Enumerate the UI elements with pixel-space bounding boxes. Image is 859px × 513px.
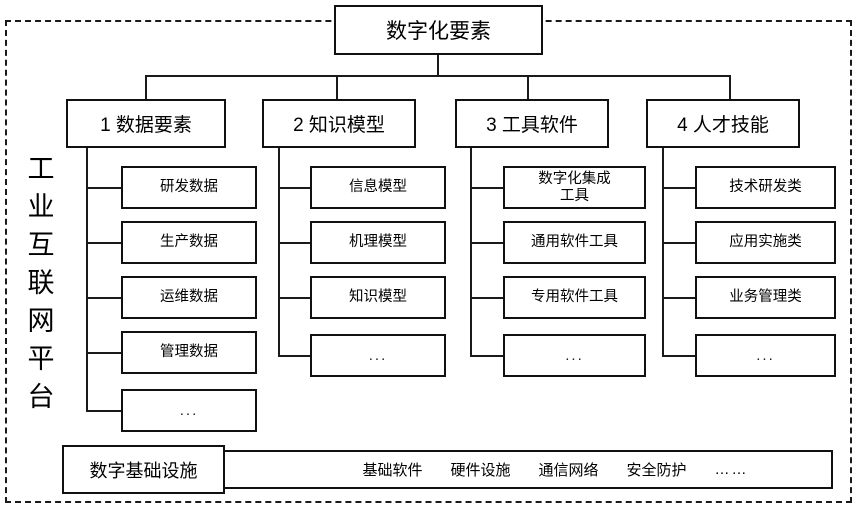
connector-c3-stub-1 [470,187,503,189]
platform-label-char-4: 网 [27,306,55,336]
leaf-c4-3: 业务管理类 [695,276,836,319]
connector-category-1-spine [86,148,88,412]
connector-c4-stub-3 [662,297,695,299]
connector-bus [146,75,731,77]
infra-item-2: 通信网络 [538,462,599,479]
infrastructure-label: 数字基础设施 [62,445,225,494]
leaf-c3-4-ellipsis: ... [503,334,646,377]
leaf-c1-5-ellipsis: ... [121,389,257,432]
leaf-c3-1: 数字化集成 工具 [503,166,646,209]
connector-c1-stub-1 [86,187,121,189]
platform-label-char-1: 业 [27,192,55,222]
category-2-header: 2 知识模型 [262,99,416,148]
connector-category-3-spine [470,148,472,357]
infrastructure-bar: 基础软件 硬件设施 通信网络 安全防护 …… [218,450,833,489]
leaf-c4-1: 技术研发类 [695,166,836,209]
connector-c1-stub-5 [86,410,121,412]
leaf-c3-3: 专用软件工具 [503,276,646,319]
connector-c1-stub-2 [86,242,121,244]
connector-c4-stub-1 [662,187,695,189]
leaf-c1-4: 管理数据 [121,331,257,374]
infra-item-1: 硬件设施 [450,462,511,479]
connector-c3-stub-3 [470,297,503,299]
category-3-header: 3 工具软件 [455,99,609,148]
connector-c3-stub-2 [470,242,503,244]
connector-c2-stub-2 [278,242,310,244]
leaf-c4-2: 应用实施类 [695,221,836,264]
leaf-c1-3: 运维数据 [121,276,257,319]
connector-bus-drop-1 [145,75,147,99]
connector-bus-drop-2 [336,75,338,99]
infra-item-4-ellipsis: …… [714,461,749,478]
leaf-c1-2: 生产数据 [121,221,257,264]
connector-bus-drop-4 [729,75,731,99]
infrastructure-items: 基础软件 硬件设施 通信网络 安全防护 …… [302,459,748,480]
category-1-header: 1 数据要素 [66,99,226,148]
leaf-c2-4-ellipsis: ... [310,334,446,377]
connector-category-2-spine [278,148,280,357]
leaf-c4-4-ellipsis: ... [695,334,836,377]
category-4-header: 4 人才技能 [646,99,800,148]
platform-label-char-3: 联 [27,268,55,298]
connector-root-to-bus [437,55,439,76]
connector-category-4-spine [662,148,664,357]
connector-c2-stub-4 [278,355,310,357]
platform-label-char-2: 互 [27,230,55,260]
connector-c2-stub-1 [278,187,310,189]
root-node-digital-elements: 数字化要素 [334,5,543,55]
infra-item-3: 安全防护 [626,462,687,479]
platform-label-char-6: 台 [27,382,55,412]
connector-c2-stub-3 [278,297,310,299]
connector-bus-drop-3 [527,75,529,99]
platform-label-char-5: 平 [27,344,55,374]
leaf-c2-3: 知识模型 [310,276,446,319]
platform-label: 工 业 互 联 网 平 台 [18,150,64,416]
connector-c1-stub-3 [86,297,121,299]
leaf-c2-1: 信息模型 [310,166,446,209]
connector-c3-stub-4 [470,355,503,357]
infra-item-0: 基础软件 [362,462,423,479]
connector-c1-stub-4 [86,352,121,354]
connector-c4-stub-2 [662,242,695,244]
platform-label-char-0: 工 [27,154,55,184]
leaf-c2-2: 机理模型 [310,221,446,264]
leaf-c1-1: 研发数据 [121,166,257,209]
leaf-c3-2: 通用软件工具 [503,221,646,264]
connector-c4-stub-4 [662,355,695,357]
